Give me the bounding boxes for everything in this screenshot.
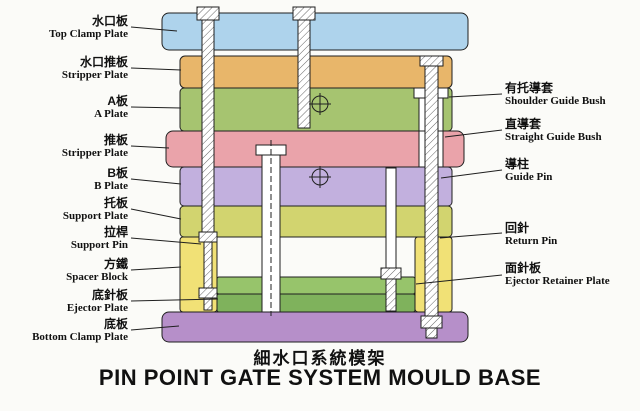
leader-line xyxy=(130,106,182,109)
plate-stripper-upper xyxy=(179,55,453,89)
label-support-pin: 拉桿 Support Pin xyxy=(0,226,128,252)
support-rod-head xyxy=(196,6,220,21)
bolt-top-center xyxy=(292,6,316,129)
guide-bush-assembly xyxy=(413,55,449,339)
leader-line xyxy=(130,178,182,185)
label-en: Shoulder Guide Bush xyxy=(505,95,606,107)
label-cn: 直導套 xyxy=(505,117,542,131)
leader-line xyxy=(439,232,503,239)
label-en: B Plate xyxy=(94,180,128,192)
label-cn: 拉桿 xyxy=(103,225,128,239)
label-en: Stripper Plate xyxy=(61,69,128,81)
label-stripper-plate-upper: 水口推板 Stripper Plate xyxy=(0,56,128,82)
label-cn: 水口推板 xyxy=(79,55,128,69)
label-cn: 托板 xyxy=(103,196,128,210)
leader-line xyxy=(448,93,503,98)
leader-line xyxy=(130,298,219,302)
leader-line xyxy=(130,208,182,220)
label-cn: 面針板 xyxy=(505,261,542,275)
label-spacer-block: 方鐵 Spacer Block xyxy=(0,258,128,284)
plate-ejector-retainer xyxy=(216,276,416,295)
label-cn: 水口板 xyxy=(91,14,128,28)
leader-line xyxy=(130,145,170,149)
label-en: Top Clamp Plate xyxy=(48,28,128,40)
center-marks xyxy=(309,93,331,188)
leader-line xyxy=(130,67,182,71)
leader-line xyxy=(130,237,202,245)
center-mark-icon xyxy=(309,166,331,188)
label-cn: 推板 xyxy=(103,133,128,147)
label-stripper-plate-mid: 推板 Stripper Plate xyxy=(0,134,128,160)
label-en: Straight Guide Bush xyxy=(505,131,602,143)
label-cn: 有托導套 xyxy=(505,81,554,95)
label-en: Spacer Block xyxy=(66,271,128,283)
top-bolt-shaft xyxy=(297,19,311,129)
right-bolt-head xyxy=(420,315,443,329)
center-mark-icon xyxy=(309,93,331,115)
label-cn: 底板 xyxy=(103,317,128,331)
plate-support xyxy=(179,205,453,238)
pin-support-rod xyxy=(196,6,220,311)
support-rod-shaft xyxy=(201,19,215,233)
label-cn: 回針 xyxy=(505,221,530,235)
label-top-clamp-plate: 水口板 Top Clamp Plate xyxy=(0,15,128,41)
pin-return xyxy=(380,167,402,312)
label-ejector-retainer-plate: 面針板 Ejector Retainer Plate xyxy=(505,262,640,288)
label-support-plate: 托板 Support Plate xyxy=(0,197,128,223)
label-cn: A板 xyxy=(107,94,128,108)
label-guide-pin: 導柱 Guide Pin xyxy=(505,158,640,184)
right-bolt-tail xyxy=(425,327,438,339)
plate-a xyxy=(179,87,453,132)
label-bottom-clamp-plate: 底板 Bottom Clamp Plate xyxy=(0,318,128,344)
leader-line xyxy=(440,169,503,179)
leader-line xyxy=(444,129,503,138)
title-english: PIN POINT GATE SYSTEM MOULD BASE xyxy=(98,365,542,390)
label-en: A Plate xyxy=(94,108,128,120)
label-cn: 導柱 xyxy=(505,157,530,171)
label-en: Return Pin xyxy=(505,235,558,247)
right-pin-head xyxy=(419,55,444,67)
label-en: Ejector Plate xyxy=(66,302,128,314)
label-en: Support Plate xyxy=(62,210,128,222)
support-rod-tail xyxy=(203,297,213,311)
label-cn: 方鐵 xyxy=(103,257,128,271)
leader-line xyxy=(130,325,180,331)
label-ejector-plate: 底針板 Ejector Plate xyxy=(0,289,128,315)
label-en: Ejector Retainer Plate xyxy=(505,275,610,287)
leader-line xyxy=(130,266,182,271)
title-chinese: 細水口系統模架 xyxy=(253,349,387,368)
pin-guide-center xyxy=(255,140,287,316)
leader-lines xyxy=(130,26,503,331)
top-bolt-head xyxy=(292,6,316,21)
support-rod-lower-shaft xyxy=(203,241,213,289)
plate-b xyxy=(179,166,453,207)
return-pin-head xyxy=(380,267,402,280)
label-cn: 底針板 xyxy=(91,288,128,302)
label-a-plate: A板 A Plate xyxy=(0,95,128,121)
label-shoulder-guide-bush: 有托導套 Shoulder Guide Bush xyxy=(505,82,640,108)
label-en: Bottom Clamp Plate xyxy=(32,331,128,343)
plate-ejector xyxy=(216,293,416,313)
label-en: Stripper Plate xyxy=(61,147,128,159)
label-cn: B板 xyxy=(107,166,128,180)
label-en: Guide Pin xyxy=(505,171,553,183)
support-rod-bolt-head xyxy=(198,287,218,299)
label-b-plate: B板 B Plate xyxy=(0,167,128,193)
return-pin-shaft xyxy=(385,167,397,269)
leader-line xyxy=(415,274,503,285)
support-rod-collar xyxy=(198,231,218,243)
label-straight-guide-bush: 直導套 Straight Guide Bush xyxy=(505,118,640,144)
leader-line xyxy=(130,26,178,32)
return-pin-tail xyxy=(385,278,397,312)
label-return-pin: 回針 Return Pin xyxy=(505,222,640,248)
right-pin-shaft xyxy=(424,65,439,317)
label-en: Support Pin xyxy=(70,239,128,251)
